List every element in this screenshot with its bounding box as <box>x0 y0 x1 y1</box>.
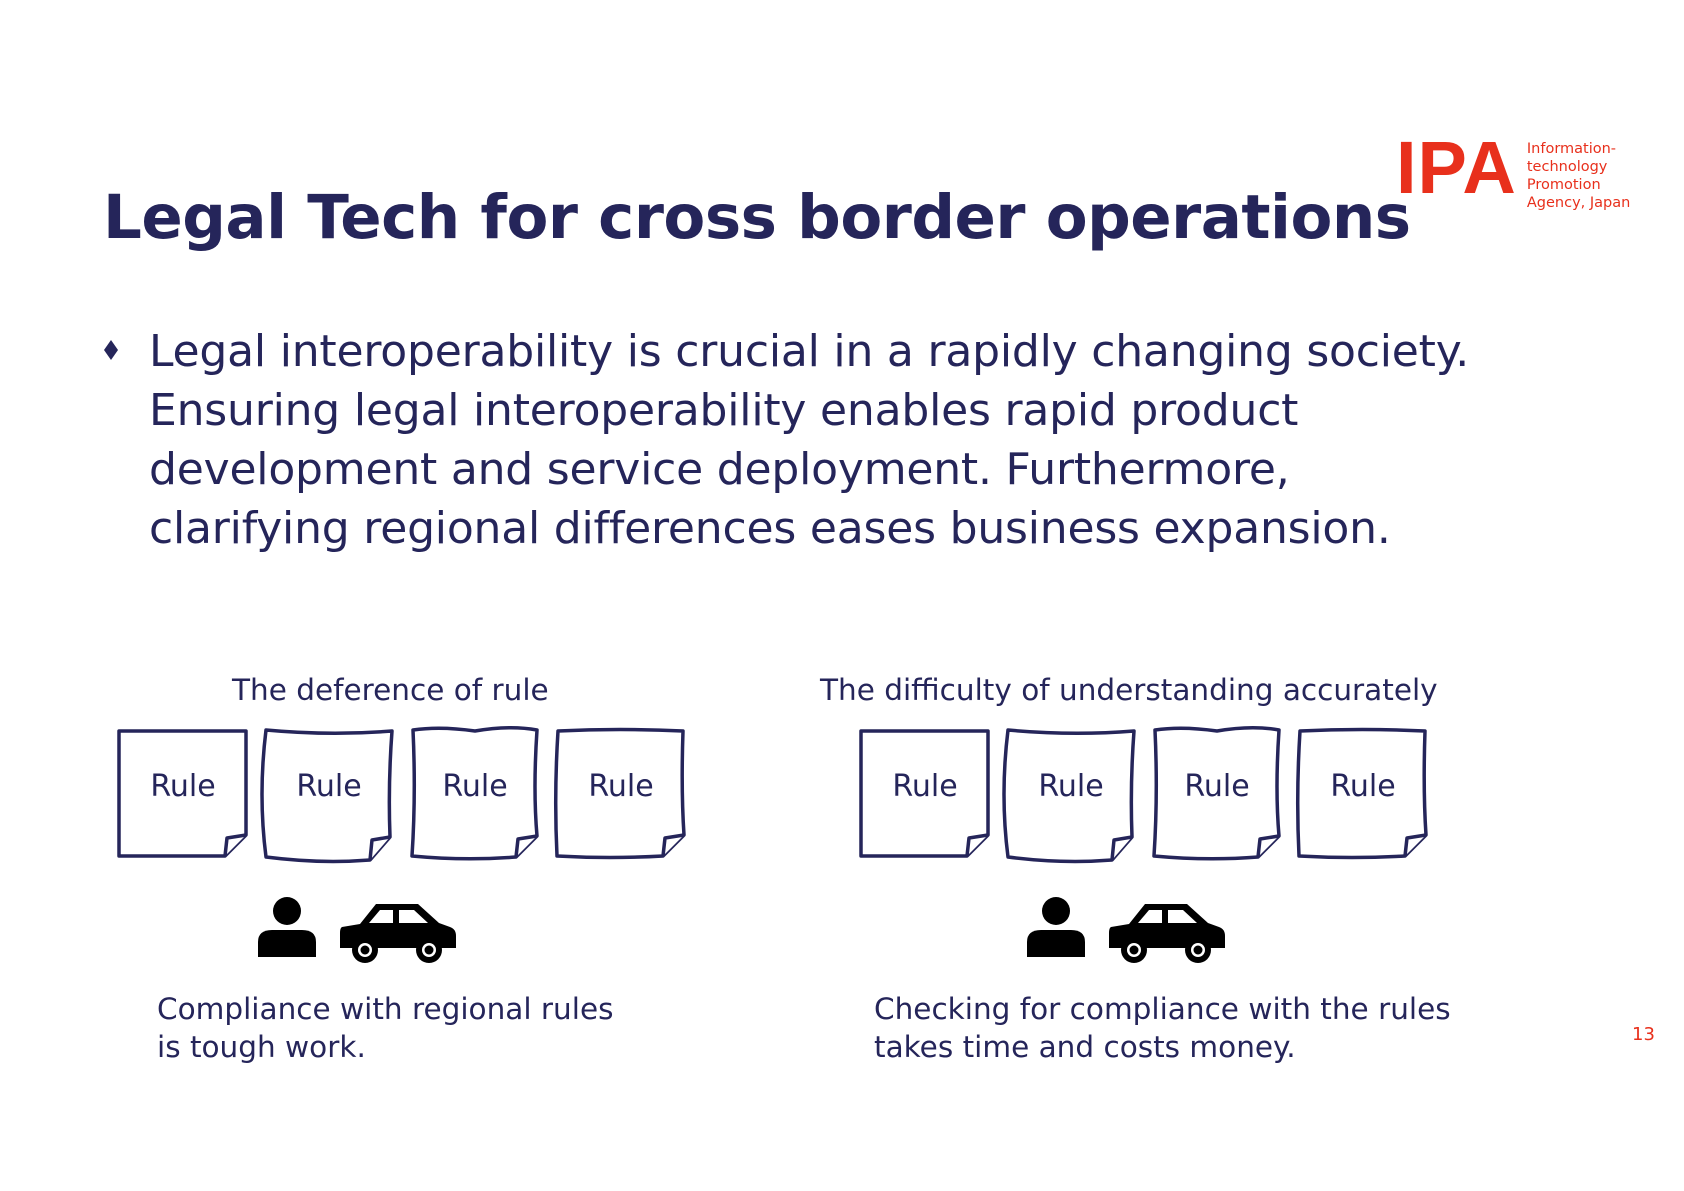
person-icon <box>258 897 316 957</box>
bullet-line: clarifying regional differences eases bu… <box>149 503 1391 554</box>
caption-line: Compliance with regional rules <box>157 992 614 1026</box>
rule-label: Rule <box>892 769 957 804</box>
rule-documents: Rule Rule Rule Rule Rule Rule <box>117 726 1428 864</box>
rule-document: Rule <box>859 729 990 858</box>
diamond-bullet-icon <box>104 340 118 360</box>
rule-document: Rule <box>117 729 248 858</box>
left-panel-heading: The deference of rule <box>232 673 549 707</box>
rule-document: Rule <box>260 728 394 864</box>
rule-label: Rule <box>1184 769 1249 804</box>
caption-line: takes time and costs money. <box>874 1030 1296 1064</box>
logo-line: Information-technology <box>1526 141 1617 175</box>
rule-label: Rule <box>588 769 653 804</box>
rule-label: Rule <box>1038 769 1103 804</box>
rule-label: Rule <box>296 769 361 804</box>
left-panel-caption: Compliance with regional rules is tough … <box>157 990 613 1066</box>
page-number: 13 <box>1632 1024 1655 1045</box>
rule-document: Rule <box>1152 726 1281 861</box>
rule-document: Rule <box>410 726 539 861</box>
rule-label: Rule <box>1330 769 1395 804</box>
rule-document: Rule <box>1002 728 1136 864</box>
car-icon <box>1109 904 1225 963</box>
caption-line: Checking for compliance with the rules <box>874 992 1451 1026</box>
right-panel-heading: The difficulty of understanding accurate… <box>820 673 1438 707</box>
person-icon <box>1027 897 1085 957</box>
bullet-text: Legal interoperability is crucial in a r… <box>149 322 1469 558</box>
rule-document: Rule <box>553 727 686 860</box>
page-title: Legal Tech for cross border operations <box>103 182 1411 253</box>
ipa-logo-mark: IPA <box>1396 126 1517 209</box>
car-icon <box>340 904 456 963</box>
bullet-line: Ensuring legal interoperability enables … <box>149 385 1299 436</box>
rule-label: Rule <box>442 769 507 804</box>
logo-line: Agency, Japan <box>1526 195 1631 211</box>
caption-line: is tough work. <box>157 1030 366 1064</box>
right-panel-caption: Checking for compliance with the rules t… <box>874 990 1451 1066</box>
ipa-logo: IPA Information-technology Promotion Age… <box>1396 126 1684 212</box>
rule-document: Rule <box>1295 727 1428 860</box>
bullet-line: Legal interoperability is crucial in a r… <box>149 326 1470 377</box>
bullet-line: development and service deployment. Furt… <box>149 444 1290 495</box>
logo-line: Promotion <box>1526 177 1601 193</box>
rule-label: Rule <box>150 769 215 804</box>
ipa-logo-text: Information-technology Promotion Agency,… <box>1527 140 1684 212</box>
